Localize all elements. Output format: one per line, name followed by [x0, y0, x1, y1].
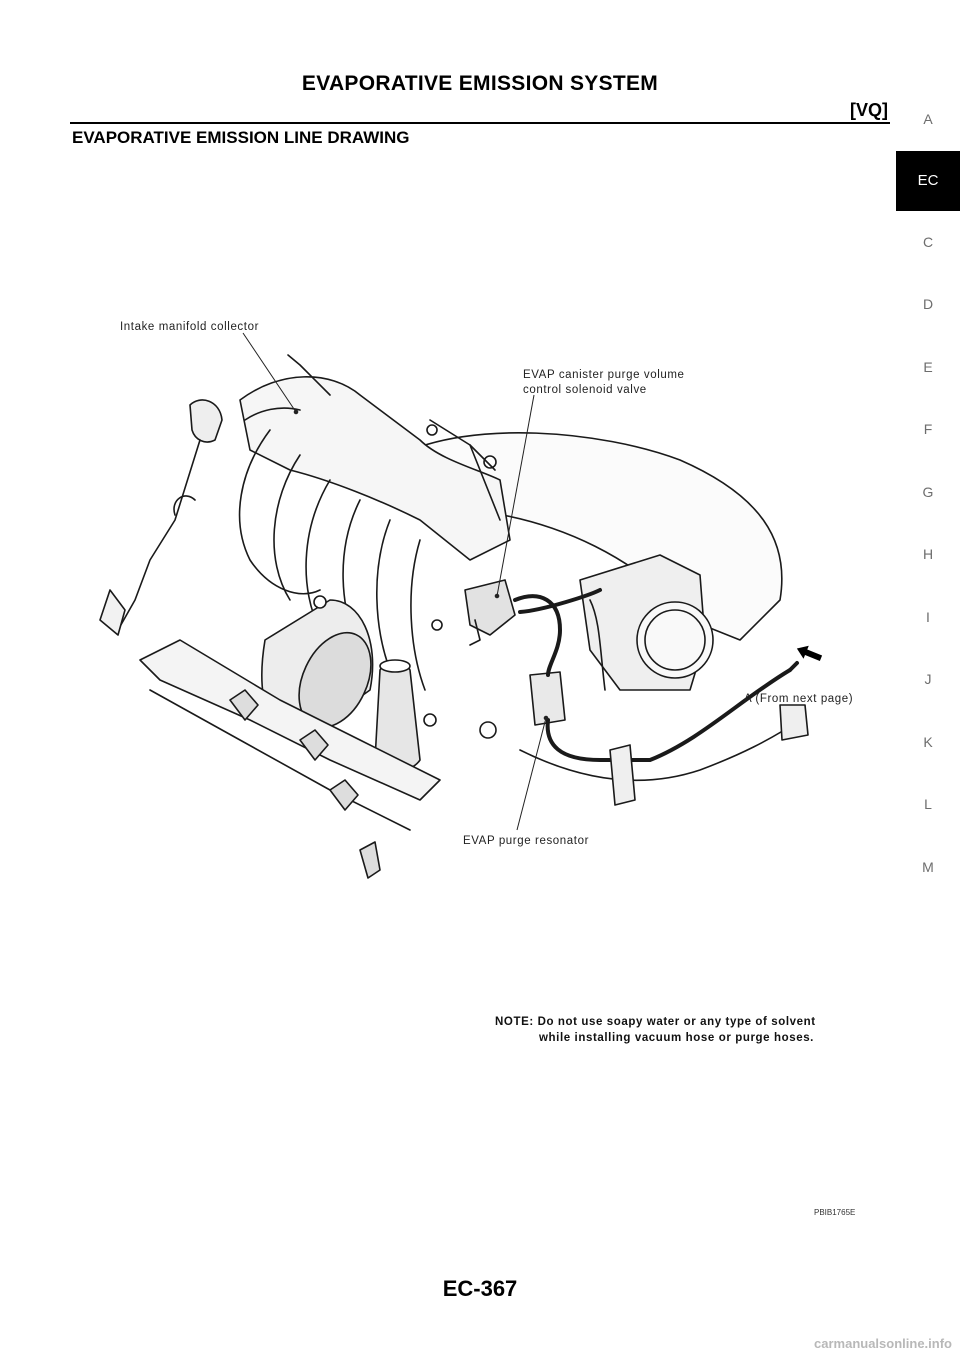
section-title: EVAPORATIVE EMISSION LINE DRAWING	[72, 128, 410, 147]
note-line-2: while installing vacuum hose or purge ho…	[538, 1032, 814, 1044]
section-index-tabs: A EC C D E F G H I J K L M	[896, 88, 960, 898]
label-evap-purge-resonator: EVAP purge resonator	[463, 835, 589, 847]
tab-j[interactable]: J	[924, 671, 932, 687]
tab-l[interactable]: L	[924, 796, 932, 812]
tab-d[interactable]: D	[922, 296, 934, 312]
engine-illustration	[99, 354, 809, 879]
page-header-title: EVAPORATIVE EMISSION SYSTEM	[301, 72, 659, 95]
tab-c[interactable]: C	[922, 233, 934, 250]
figure-code: PBIB1765E	[814, 1208, 855, 1217]
tab-f[interactable]: F	[923, 421, 933, 437]
tab-i[interactable]: I	[926, 608, 930, 625]
tab-g[interactable]: G	[922, 483, 934, 500]
tab-e[interactable]: E	[923, 358, 933, 375]
tab-m[interactable]: M	[922, 858, 934, 875]
note-line-1: NOTE: Do not use soapy water or any type…	[495, 1016, 816, 1028]
page-number: EC-367	[442, 1276, 518, 1301]
tab-h[interactable]: H	[922, 546, 934, 562]
label-intake-manifold-collector: Intake manifold collector	[120, 321, 259, 333]
tab-a[interactable]: A	[923, 111, 933, 127]
label-evap-valve-line2: control solenoid valve	[523, 384, 647, 396]
leader-lines	[242, 332, 549, 831]
engine-code: [VQ]	[850, 100, 888, 120]
footer-watermark: carmanualsonline.info	[814, 1336, 952, 1351]
from-next-page-arrow-icon	[796, 645, 823, 662]
tab-ec[interactable]: EC	[896, 150, 960, 211]
label-from-next-page: A (From next page)	[744, 693, 853, 705]
label-evap-valve-line1: EVAP canister purge volume	[523, 369, 685, 381]
header-divider	[70, 122, 890, 124]
tab-k[interactable]: K	[923, 733, 933, 750]
